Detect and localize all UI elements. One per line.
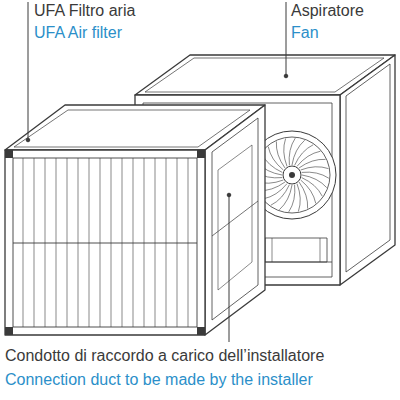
fan-blade	[284, 139, 287, 167]
filter-slat	[78, 243, 79, 327]
filter-slat	[166, 158, 167, 243]
filter-slat	[56, 243, 57, 327]
filter-slat	[45, 158, 46, 243]
leader-dot	[227, 193, 231, 197]
leader-line	[28, 2, 29, 140]
part-name-translation: UFA Air filter	[34, 23, 122, 43]
filter-slat	[67, 158, 68, 243]
fan-blade	[276, 141, 285, 167]
leader-line	[286, 2, 287, 76]
fan-blade	[301, 180, 316, 203]
filter-slat	[188, 158, 189, 243]
filter-slat	[100, 243, 101, 327]
filter-slat	[155, 158, 156, 243]
note: Condotto di raccordo a carico dell’insta…	[5, 346, 324, 366]
filter-slat	[177, 158, 178, 243]
filter-slat	[100, 158, 101, 243]
air-filter-box	[5, 105, 265, 335]
fan-blade	[299, 182, 308, 208]
fan-blade	[301, 167, 329, 170]
filter-slat	[56, 158, 57, 243]
filter-slat	[133, 158, 134, 243]
leader-dot	[26, 138, 30, 142]
filter-slat	[155, 243, 156, 327]
part-name-translation: Fan	[291, 23, 319, 43]
filter-slat	[122, 158, 123, 243]
filter-slat	[78, 158, 79, 243]
filter-slat	[133, 243, 134, 327]
filter-slat	[188, 243, 189, 327]
filter-slat	[144, 158, 145, 243]
filter-slat	[23, 243, 24, 327]
filter-slat	[144, 243, 145, 327]
fan-blade	[297, 151, 320, 166]
filter-slat	[34, 243, 35, 327]
filter-slat	[177, 243, 178, 327]
fan-blade	[299, 159, 325, 168]
leader-dot	[284, 74, 288, 78]
filter-slat	[89, 158, 90, 243]
filter-slat	[45, 243, 46, 327]
filter-slat	[111, 243, 112, 327]
note-translation: Connection duct to be made by the instal…	[5, 370, 313, 390]
filter-slat	[89, 243, 90, 327]
fan-blade	[297, 184, 300, 212]
filter-slat	[111, 158, 112, 243]
part-name: UFA Filtro aria	[34, 1, 135, 21]
part-name: Aspiratore	[291, 1, 364, 21]
filter-slat	[67, 243, 68, 327]
filter-slat	[34, 158, 35, 243]
leader-lines	[26, 2, 288, 342]
filter-slat	[122, 243, 123, 327]
fan-blade	[289, 185, 295, 212]
fan-blade	[268, 147, 283, 170]
filter-slat	[166, 243, 167, 327]
fan-blade	[264, 184, 287, 199]
fan-blade	[289, 138, 295, 165]
fan-blade	[302, 172, 329, 178]
filter-slat	[23, 158, 24, 243]
leader-line	[229, 195, 230, 342]
